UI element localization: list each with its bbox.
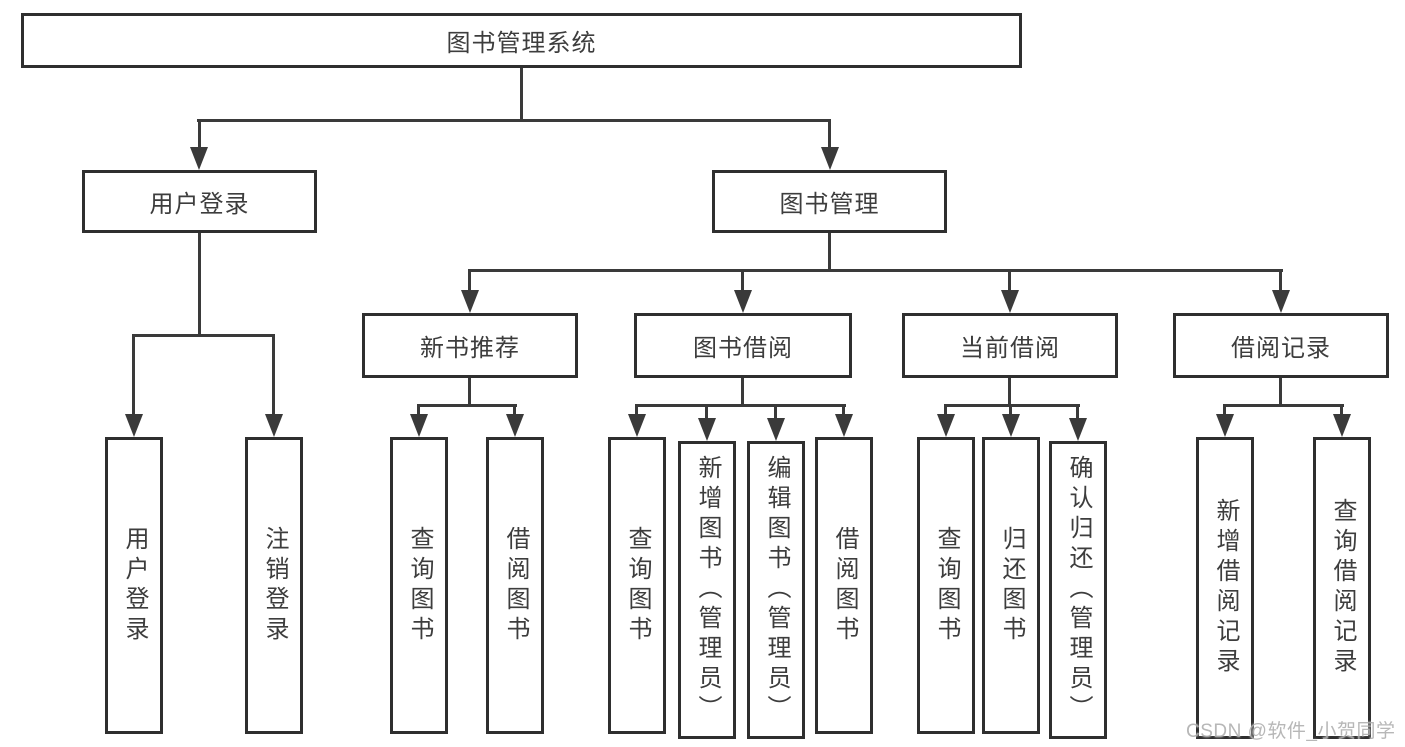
node-user-login: 用户登录 [82,170,317,233]
connector-new-book-trunk [468,378,471,406]
node-root: 图书管理系统 [21,13,1022,68]
connector-user-login-trunk [198,233,201,337]
connector-stem-nb-borrow [513,407,516,416]
connector-stem-br-add [1223,407,1226,416]
arrowhead-br-add [1216,414,1234,437]
leaf-bb-borrow-books: 借阅图书 [815,437,873,734]
connector-stem-leaf-logout [272,337,275,416]
connector-stem-cb-confirm [1076,407,1079,419]
arrowhead-cb-confirm [1069,418,1087,441]
connector-book-borrowing-trunk [741,378,744,406]
arrowhead-leaf-logout [265,414,283,437]
node-borrowing-records: 借阅记录 [1173,313,1389,378]
connector-stem-book-borrowing [741,272,744,292]
arrowhead-nb-query [410,414,428,437]
arrowhead-new-book [461,290,479,313]
leaf-br-query-record: 查询借阅记录 [1313,437,1371,739]
node-new-book-recommend: 新书推荐 [362,313,578,378]
leaf-nb-borrow-books: 借阅图书 [486,437,544,734]
connector-borrowing-records-bar [1223,404,1344,407]
arrowhead-br-query [1333,414,1351,437]
arrowhead-nb-borrow [506,414,524,437]
connector-level3-bar [468,269,1283,272]
connector-stem-book-management [828,119,831,150]
leaf-cb-confirm-return-admin: 确认归还（管理员） [1049,441,1107,739]
leaf-nb-query-books: 查询图书 [390,437,448,734]
connector-stem-bb-borrow [842,407,845,416]
connector-borrowing-records-trunk [1279,378,1282,406]
arrowhead-bb-borrow [835,414,853,437]
connector-book-borrowing-bar [635,404,846,407]
connector-level2-bar [197,119,831,122]
leaf-bb-edit-book-admin: 编辑图书（管理员） [747,441,805,739]
node-book-borrowing: 图书借阅 [634,313,852,378]
arrowhead-borrowing-records [1272,290,1290,313]
connector-book-management-trunk [828,233,831,271]
arrowhead-user-login [190,147,208,170]
connector-stem-borrowing-records [1279,272,1282,292]
leaf-user-login: 用户登录 [105,437,163,734]
arrowhead-bb-add [698,418,716,441]
arrowhead-cb-query [937,414,955,437]
arrowhead-bb-query [628,414,646,437]
leaf-cb-return-book: 归还图书 [982,437,1040,734]
connector-root-trunk [520,68,523,122]
watermark-csdn: CSDN @软件_小贺同学 [1186,721,1396,742]
arrowhead-book-borrowing [734,290,752,313]
connector-stem-br-query [1340,407,1343,416]
node-current-borrowing: 当前借阅 [902,313,1118,378]
connector-stem-bb-add [705,407,708,419]
node-book-management: 图书管理 [712,170,947,233]
connector-stem-nb-query [417,407,420,416]
connector-stem-cb-query [944,407,947,416]
leaf-br-add-record: 新增借阅记录 [1196,437,1254,739]
leaf-bb-add-book-admin: 新增图书（管理员） [678,441,736,739]
connector-stem-current-borrowing [1008,272,1011,292]
arrowhead-bb-edit [767,418,785,441]
connector-current-borrowing-trunk [1008,378,1011,406]
arrowhead-current-borrowing [1001,290,1019,313]
connector-stem-bb-edit [774,407,777,419]
connector-current-borrowing-bar [944,404,1080,407]
leaf-bb-query-books: 查询图书 [608,437,666,734]
connector-user-login-bar [132,334,275,337]
arrowhead-cb-return [1002,414,1020,437]
leaf-cb-query-books: 查询图书 [917,437,975,734]
connector-stem-user-login [198,119,201,150]
connector-stem-cb-return [1009,407,1012,416]
leaf-logout: 注销登录 [245,437,303,734]
arrowhead-book-management [821,147,839,170]
connector-stem-new-book [468,272,471,292]
arrowhead-leaf-user-login [125,414,143,437]
connector-stem-bb-query [635,407,638,416]
connector-stem-leaf-user-login [132,337,135,416]
connector-new-book-bar [417,404,517,407]
